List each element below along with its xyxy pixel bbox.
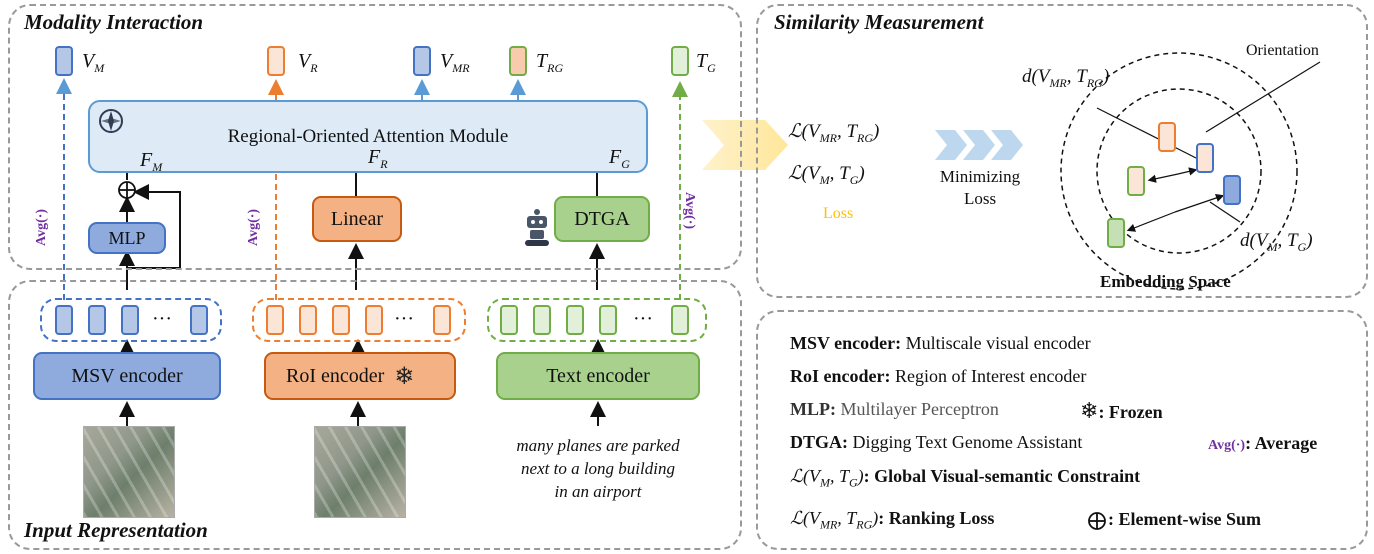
robot-icon xyxy=(525,209,549,246)
roi-token xyxy=(299,305,317,335)
vr-label: VR xyxy=(298,50,318,75)
text-token xyxy=(599,305,617,335)
msv-token xyxy=(88,305,106,335)
roi-token xyxy=(332,305,350,335)
roi-token xyxy=(433,305,451,335)
tg-label: TG xyxy=(696,50,716,75)
embedding-space-label: Embedding Space xyxy=(1100,272,1231,291)
embedding-inner-circle xyxy=(1096,88,1262,254)
text-token xyxy=(500,305,518,335)
fr-label: FR xyxy=(368,146,388,171)
aerial-image-input-roi xyxy=(314,426,406,518)
embedding-vm-point xyxy=(1223,175,1241,205)
vmr-label: VMR xyxy=(440,50,470,75)
roi-encoder-block: RoI encoder ❄ xyxy=(264,352,456,400)
msv-ellipsis: ··· xyxy=(152,308,172,330)
msv-token xyxy=(121,305,139,335)
modality-interaction-title: Modality Interaction xyxy=(24,10,204,34)
embedding-vr-point xyxy=(1158,122,1176,152)
roi-ellipsis: ··· xyxy=(394,308,414,330)
text-token-group xyxy=(487,298,707,342)
text-ellipsis: ··· xyxy=(633,308,653,330)
msv-token-group xyxy=(40,298,222,342)
regional-attention-module xyxy=(88,100,648,173)
legend-ranking: ℒ(VMR, TRG): Ranking Loss xyxy=(790,508,995,532)
d-vmr-trg-label: d(VMR, TRG) xyxy=(1022,66,1110,90)
ranking-loss-formula: ℒ(VMR, TRG) xyxy=(788,121,880,145)
linear-block: Linear xyxy=(312,196,402,242)
avg-label-msv: Avg(·) xyxy=(34,208,49,246)
legend-msv: MSV encoder: Multiscale visual encoder xyxy=(790,333,1091,353)
dtga-block: DTGA xyxy=(554,196,650,242)
legend-panel xyxy=(756,310,1368,550)
embedding-outer-circle xyxy=(1060,52,1298,290)
input-representation-title: Input Representation xyxy=(24,518,208,542)
embedding-tg-point xyxy=(1107,218,1125,248)
similarity-measurement-panel xyxy=(756,4,1368,298)
legend-frozen: ❄: Frozen xyxy=(1080,398,1163,423)
legend-sum: : Element-wise Sum xyxy=(1108,509,1261,529)
avg-label-roi: Avg(·) xyxy=(246,208,261,246)
text-encoder-block: Text encoder xyxy=(496,352,700,400)
tg-vector xyxy=(671,46,689,76)
roi-token-group xyxy=(252,298,466,342)
roi-encoder-label: RoI encoder xyxy=(286,364,385,387)
text-token xyxy=(566,305,584,335)
minimizing-loss-label: Minimizing Loss xyxy=(939,167,1021,208)
legend-avg: Avg(·): Average xyxy=(1208,433,1318,453)
vmr-vector xyxy=(413,46,431,76)
msv-encoder-block: MSV encoder xyxy=(33,352,221,400)
compass-icon xyxy=(99,109,123,133)
embedding-trg-point xyxy=(1127,166,1145,196)
legend-dtga: DTGA: Digging Text Genome Assistant xyxy=(790,432,1083,452)
embedding-vmr-point xyxy=(1196,143,1214,173)
legend-mlp: MLP: Multilayer Perceptron xyxy=(790,399,999,419)
roi-token xyxy=(365,305,383,335)
trg-vector xyxy=(509,46,527,76)
text-token xyxy=(671,305,689,335)
fm-label: FM xyxy=(140,149,163,174)
avg-label-text: Avg(·) xyxy=(682,192,697,230)
caption-text: many planes are parked next to a long bu… xyxy=(516,436,680,501)
fg-label: FG xyxy=(609,146,630,171)
legend-global: ℒ(VM, TG): Global Visual-semantic Constr… xyxy=(790,466,1141,490)
aerial-image-input xyxy=(83,426,175,518)
msv-token xyxy=(190,305,208,335)
orientation-label: Orientation xyxy=(1246,42,1319,59)
mlp-block: MLP xyxy=(88,222,166,254)
minimizing-chevrons xyxy=(935,130,1023,160)
similarity-measurement-title: Similarity Measurement xyxy=(774,10,984,34)
modality-interaction-panel xyxy=(8,4,742,270)
panel-connector-arrow xyxy=(702,120,788,170)
legend-roi: RoI encoder: Region of Interest encoder xyxy=(790,366,1087,386)
snowflake-icon: ❄ xyxy=(394,363,415,390)
trg-label: TRG xyxy=(536,50,564,75)
msv-token xyxy=(55,305,73,335)
legend-snowflake-icon: ❄ xyxy=(1080,398,1099,423)
vr-vector xyxy=(267,46,285,76)
loss-label: Loss xyxy=(823,205,854,222)
roi-token xyxy=(266,305,284,335)
vm-vector xyxy=(55,46,73,76)
attention-module-label: Regional-Oriented Attention Module xyxy=(227,126,509,147)
text-token xyxy=(533,305,551,335)
global-loss-formula: ℒ(VM, TG) xyxy=(788,163,865,187)
d-vm-tg-label: d(VM, TG) xyxy=(1240,230,1313,254)
vm-label: VM xyxy=(82,50,105,75)
input-representation-panel xyxy=(8,280,742,550)
